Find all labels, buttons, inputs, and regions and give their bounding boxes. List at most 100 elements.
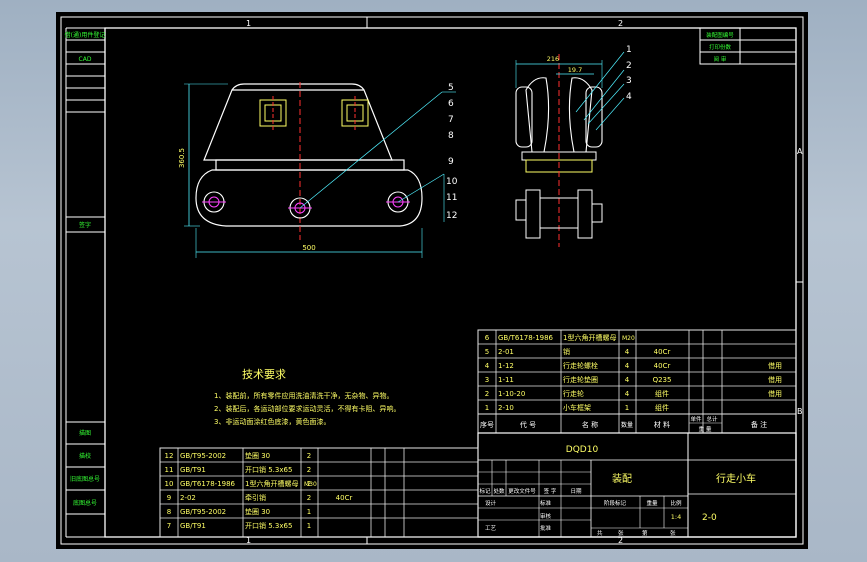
part-no: 9	[167, 494, 171, 502]
zone-label: 2	[618, 19, 623, 28]
title-block-grid	[477, 432, 797, 538]
hdr-no: 序号	[480, 420, 494, 429]
part-no: 2	[485, 390, 489, 398]
part-spec: M20	[622, 335, 635, 342]
callout-8: 8	[448, 131, 454, 141]
hdr-note: 备 注	[751, 420, 767, 429]
top-box-row3: 阅 审	[714, 55, 727, 63]
lbl-process: 工艺	[485, 525, 497, 532]
part-no: 4	[485, 362, 490, 370]
parts-upper-header: 序号 代 号 名 称 数量 材 料 单件 总计 重 量 备 注	[480, 415, 767, 433]
lbl-mark: 标记	[479, 487, 491, 495]
drawing-number: 2-0	[702, 513, 717, 523]
zone-label: A	[797, 147, 803, 156]
front-callout-numbers: 5 6 7 8 9 10 11 12	[446, 83, 458, 221]
hdr-code: 代 号	[520, 420, 536, 429]
zone-label: 1	[246, 536, 251, 545]
part-material: 40Cr	[654, 362, 671, 370]
zone-label: 2	[618, 536, 623, 545]
lbl-no: 第	[642, 529, 648, 537]
callout-1: 1	[626, 45, 632, 55]
front-view	[184, 82, 456, 258]
lbl-stage: 阶段标记	[604, 499, 627, 507]
top-box-row2: 打印份数	[709, 43, 732, 51]
lbl-approve: 批准	[540, 524, 552, 532]
part-qty: 2	[307, 494, 311, 502]
hdr-single: 单件	[690, 415, 702, 423]
left-label-trace: 描图	[79, 429, 91, 437]
lbl-weight: 重量	[646, 499, 658, 507]
callout-5: 5	[448, 83, 454, 93]
callout-9: 9	[448, 157, 454, 167]
zone-label: B	[797, 407, 803, 416]
callout-2: 2	[626, 61, 632, 71]
left-label-sign: 签字	[79, 221, 91, 229]
part-name: 垫圈 30	[245, 507, 270, 516]
part-code: 2-02	[180, 494, 196, 502]
part-name: 小车框架	[563, 403, 591, 412]
hdr-qty: 数量	[621, 421, 633, 429]
part-code: 1-12	[498, 362, 514, 370]
part-no: 11	[165, 466, 174, 474]
left-label-old-base: 旧底图总号	[70, 475, 100, 483]
callout-11: 11	[446, 193, 457, 203]
part-note: 借用	[768, 375, 782, 384]
side-callout-numbers: 1 2 3 4	[626, 45, 632, 102]
parts-upper-grid	[477, 329, 797, 434]
top-right-box	[699, 27, 797, 65]
part-qty: 2	[307, 466, 311, 474]
part-qty: 2	[307, 480, 311, 488]
part-code: GB/T95-2002	[180, 508, 226, 516]
part-qty: 1	[307, 522, 311, 530]
part-name: 开口销 5.3x65	[245, 521, 292, 530]
part-code: GB/T91	[180, 466, 206, 474]
part-no: 5	[485, 348, 489, 356]
part-name: 开口销 5.3x65	[245, 465, 292, 474]
tech-requirement-line-2: 2、装配后，各运动部位要求运动灵活，不得有卡阻、异响。	[214, 404, 400, 413]
part-qty: 4	[625, 362, 630, 370]
part-name: 垫圈 30	[245, 451, 270, 460]
left-label-base: 底图总号	[73, 499, 97, 507]
left-label-trace-check: 描校	[79, 452, 91, 460]
drawing-sheet: 1 2 A B 1 2 借(通)用件登记 CAD 签字 描图 描校 旧底图总号 …	[56, 12, 808, 549]
side-view	[515, 51, 625, 247]
part-no: 10	[165, 480, 174, 488]
part-code: 1-11	[498, 376, 514, 384]
tech-requirement-line-3: 3、非运动面涂红色底漆，黄色面漆。	[214, 417, 330, 426]
cad-drawing[interactable]: 1 2 A B 1 2 借(通)用件登记 CAD 签字 描图 描校 旧底图总号 …	[56, 12, 808, 549]
drawing-scale: 1:4	[671, 513, 681, 521]
lbl-scale: 比例	[670, 499, 682, 507]
part-no: 3	[485, 376, 489, 384]
side-width-dimension: 216	[547, 55, 559, 63]
part-name: 行走轮	[563, 389, 584, 398]
part-code: GB/T6178-1986	[180, 480, 236, 488]
outer-frame	[60, 16, 804, 545]
tech-requirement-line-1: 1、装配前，所有零件应用洗油清洗干净，无杂物、异物。	[214, 391, 393, 400]
lbl-sign: 签 字	[544, 487, 557, 495]
part-code: GB/T91	[180, 522, 206, 530]
lbl-check: 审核	[540, 512, 552, 520]
front-width-dimension: 500	[302, 244, 315, 252]
part-name: 牵引销	[245, 493, 266, 502]
lbl-count: 处数	[493, 487, 505, 495]
part-name: 行走轮垫圈	[563, 375, 598, 384]
part-qty: 4	[625, 348, 630, 356]
hdr-material: 材 料	[654, 420, 670, 429]
part-no: 7	[167, 522, 171, 530]
part-material: 组件	[655, 403, 669, 412]
hdr-name: 名 称	[582, 420, 598, 429]
part-code: 1-10-20	[498, 390, 525, 398]
part-qty: 1	[307, 508, 311, 516]
left-label-reuse: 借(通)用件登记	[65, 31, 106, 39]
lbl-doc: 更改文件号	[508, 487, 536, 495]
part-no: 8	[167, 508, 171, 516]
lbl-standard: 标准	[540, 499, 552, 507]
lbl-date: 日期	[570, 488, 582, 495]
side-inner-dimension: 19.7	[568, 66, 582, 74]
lbl-total: 共	[597, 529, 603, 537]
part-name: 1型六角开槽螺母	[563, 333, 616, 342]
part-qty: 4	[625, 390, 630, 398]
part-material: 40Cr	[336, 494, 353, 502]
zone-label: 1	[246, 19, 251, 28]
